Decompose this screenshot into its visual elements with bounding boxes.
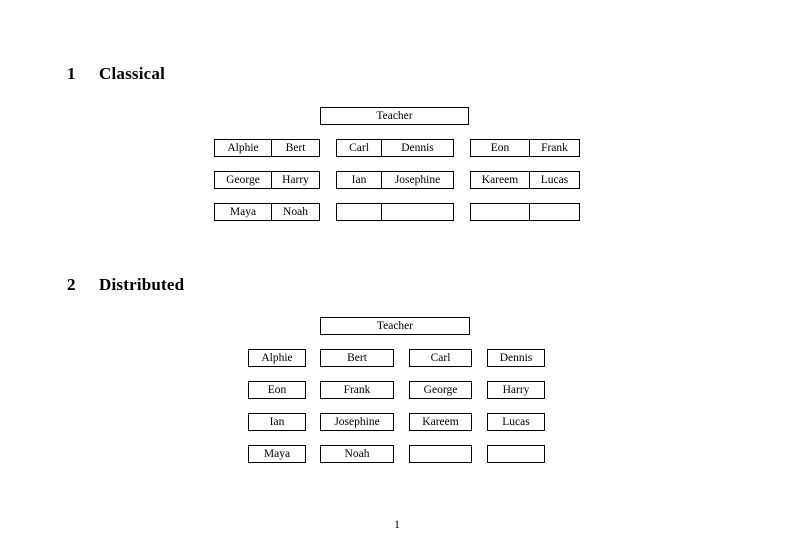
table-cell: Ian [351,174,367,186]
classical-group1-row3[interactable]: Maya Noah [214,203,320,221]
classical-group3-row3[interactable] [470,203,580,221]
table-cell: Bert [271,140,319,156]
classical-group2-row1[interactable]: Carl Dennis [336,139,454,157]
distributed-box[interactable] [409,445,472,463]
classical-group2-row3[interactable] [336,203,454,221]
classical-group2-row2[interactable]: Ian Josephine [336,171,454,189]
distributed-box[interactable]: Eon [248,381,306,399]
classical-group3-row2[interactable]: Kareem Lucas [470,171,580,189]
table-cell: Kareem [481,174,519,186]
table-cell: Noah [271,204,319,220]
classical-teacher-box[interactable]: Teacher [320,107,469,125]
section-title: Distributed [99,275,185,294]
section-number: 2 [67,275,76,294]
table-cell: Alphie [227,142,259,154]
table-cell [337,204,381,220]
table-cell: Eon [490,142,510,154]
distributed-teacher-box[interactable]: Teacher [320,317,470,335]
table-cell: Dennis [381,140,453,156]
distributed-box[interactable]: Noah [320,445,394,463]
distributed-box[interactable]: Lucas [487,413,545,431]
table-cell: Maya [229,206,257,218]
table-cell: Frank [529,140,579,156]
section-title: Classical [99,64,166,83]
table-cell [529,204,579,220]
section-heading-distributed: 2 Distributed [67,275,184,295]
distributed-box[interactable]: Josephine [320,413,394,431]
distributed-box[interactable]: Carl [409,349,472,367]
distributed-box[interactable]: Bert [320,349,394,367]
table-cell: Harry [271,172,319,188]
distributed-box[interactable]: Kareem [409,413,472,431]
distributed-box[interactable]: Dennis [487,349,545,367]
table-cell [381,204,453,220]
classical-group1-row1[interactable]: Alphie Bert [214,139,320,157]
section-heading-classical: 1 Classical [67,64,165,84]
classical-group3-row1[interactable]: Eon Frank [470,139,580,157]
table-cell [471,204,529,220]
distributed-box[interactable]: Frank [320,381,394,399]
table-cell: Carl [349,142,369,154]
classical-group1-row2[interactable]: George Harry [214,171,320,189]
page-number: 1 [394,519,400,531]
distributed-box[interactable]: Maya [248,445,306,463]
distributed-box[interactable]: Harry [487,381,545,399]
distributed-box[interactable]: Ian [248,413,306,431]
section-number: 1 [67,64,76,83]
distributed-box[interactable]: George [409,381,472,399]
table-cell: George [226,174,260,186]
table-cell: Lucas [529,172,579,188]
table-cell: Josephine [381,172,453,188]
distributed-box[interactable] [487,445,545,463]
distributed-box[interactable]: Alphie [248,349,306,367]
